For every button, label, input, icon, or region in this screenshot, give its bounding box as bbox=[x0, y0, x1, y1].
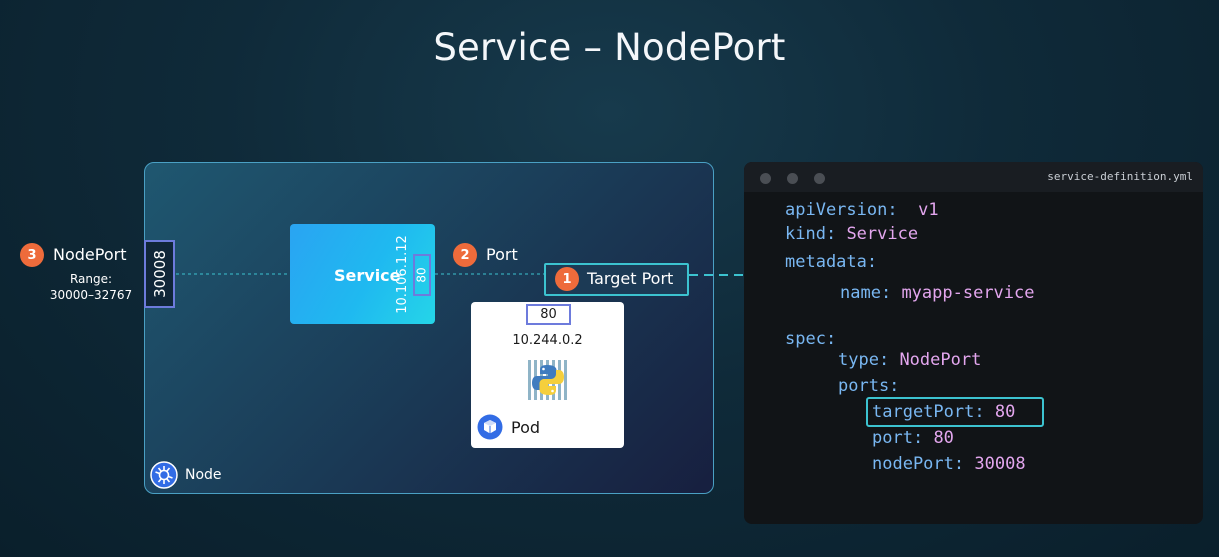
yaml-key: targetPort: bbox=[872, 402, 985, 422]
page-title: Service – NodePort bbox=[433, 26, 786, 69]
badge-3: 3 bbox=[20, 243, 44, 267]
nodeport-port-value: 30008 bbox=[150, 250, 169, 298]
window-dot-icon bbox=[760, 173, 771, 184]
yaml-value: NodePort bbox=[899, 350, 982, 370]
yaml-line-nodeport: nodePort: 30008 bbox=[872, 454, 1026, 474]
yaml-line-apiversion: apiVersion: v1 bbox=[785, 200, 939, 220]
yaml-value: Service bbox=[846, 224, 919, 244]
yaml-key: apiVersion: bbox=[785, 200, 898, 220]
yaml-line-ports: ports: bbox=[838, 376, 899, 396]
yaml-line-metadata: metadata: bbox=[785, 252, 877, 272]
yaml-value: myapp-service bbox=[901, 283, 1035, 303]
yaml-value: 80 bbox=[933, 428, 954, 448]
yaml-key: ports: bbox=[838, 376, 900, 396]
yaml-line-spec: spec: bbox=[785, 329, 836, 349]
yaml-line-name: name: myapp-service bbox=[840, 283, 1035, 303]
pod-icon-wrap: Pod bbox=[477, 414, 540, 440]
yaml-key: port: bbox=[872, 428, 924, 448]
service-box bbox=[290, 224, 435, 324]
yaml-key: metadata: bbox=[785, 252, 878, 272]
yaml-value: 80 bbox=[994, 402, 1016, 422]
editor-title-bar: service-definition.yml bbox=[744, 162, 1203, 192]
yaml-key: type: bbox=[838, 350, 890, 370]
node-label: Node bbox=[185, 467, 222, 483]
target-port-label: Target Port bbox=[587, 269, 674, 288]
pod-port-box: 80 bbox=[526, 304, 571, 325]
pod-ip: 10.244.0.2 bbox=[512, 333, 583, 348]
nodeport-port-box: 30008 bbox=[144, 240, 175, 308]
service-ip: 10.106.1.12 bbox=[394, 234, 410, 314]
yaml-line-kind: kind: Service bbox=[785, 224, 918, 244]
service-label: Service bbox=[334, 266, 401, 285]
yaml-key: kind: bbox=[785, 224, 837, 244]
python-container-icon bbox=[526, 358, 570, 402]
service-port-box: 80 bbox=[413, 254, 431, 296]
yaml-line-targetport: targetPort: 80 bbox=[872, 402, 1015, 422]
pod-label: Pod bbox=[511, 417, 541, 437]
targetport-highlight bbox=[866, 397, 1044, 427]
service-port: 80 bbox=[415, 267, 429, 283]
pod-port: 80 bbox=[540, 307, 557, 322]
kubernetes-pod-icon bbox=[477, 414, 503, 440]
kubernetes-node-icon bbox=[150, 461, 178, 489]
node-box bbox=[144, 162, 714, 494]
badge-1: 1 bbox=[555, 267, 579, 291]
window-dot-icon bbox=[787, 173, 798, 184]
port-label: Port bbox=[486, 245, 518, 264]
window-dot-icon bbox=[814, 173, 825, 184]
yaml-key: spec: bbox=[785, 329, 837, 349]
editor-filename: service-definition.yml bbox=[1047, 170, 1193, 183]
yaml-line-port: port: 80 bbox=[872, 428, 954, 448]
nodeport-label: NodePort bbox=[53, 245, 127, 264]
node-label-wrap: Node bbox=[150, 461, 222, 489]
code-editor-window: service-definition.yml bbox=[744, 162, 1203, 524]
yaml-key: nodePort: bbox=[872, 454, 965, 474]
yaml-line-type: type: NodePort bbox=[838, 350, 981, 370]
nodeport-range-label: Range: bbox=[69, 272, 113, 286]
yaml-value: 30008 bbox=[974, 454, 1026, 474]
yaml-value: v1 bbox=[918, 200, 939, 220]
nodeport-range-value: 30000–32767 bbox=[49, 288, 133, 302]
yaml-key: name: bbox=[840, 283, 892, 303]
badge-2: 2 bbox=[453, 243, 477, 267]
